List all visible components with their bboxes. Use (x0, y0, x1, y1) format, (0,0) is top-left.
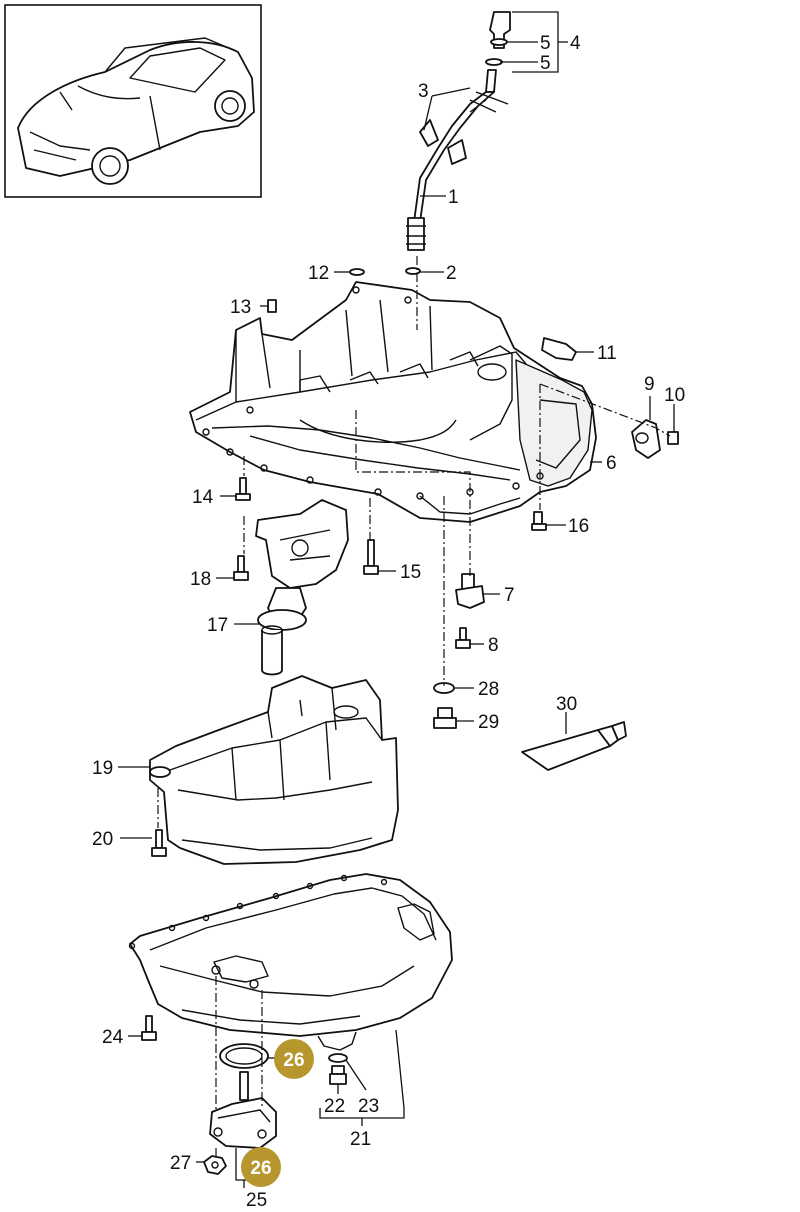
label-part-24: 24 (102, 1027, 124, 1048)
car-icon (17, 37, 255, 185)
o-ring-part-2 (405, 267, 421, 275)
highlight-badge-26-pickup[interactable]: 26 (241, 1147, 281, 1187)
label-part-18: 18 (190, 569, 211, 590)
label-part-30: 30 (556, 694, 577, 715)
seal-ring-part-23 (328, 1053, 348, 1063)
label-part-25: 25 (246, 1190, 267, 1211)
label-part-16: 16 (568, 516, 589, 537)
label-part-22: 22 (324, 1096, 345, 1117)
upper-oil-pan-housing (189, 281, 597, 523)
label-part-15: 15 (400, 562, 421, 583)
bolt-part-14 (235, 477, 251, 501)
dowel-pin-part-13 (267, 299, 277, 313)
label-part-27: 27 (170, 1153, 191, 1174)
sensor-part-7 (455, 573, 485, 609)
bolt-part-8 (455, 627, 471, 649)
alignment-lines (157, 99, 671, 1158)
bolt-part-24 (141, 1015, 157, 1041)
label-part-2: 2 (446, 263, 457, 284)
label-part-29: 29 (478, 712, 499, 733)
label-part-11: 11 (597, 343, 617, 364)
label-part-6: 6 (606, 453, 617, 474)
highlight-badge-26-oring[interactable]: 26 (274, 1039, 314, 1079)
label-part-23: 23 (358, 1096, 379, 1117)
part-labels: 4 5 5 3 1 12 2 13 11 9 10 6 14 16 18 15 … (92, 33, 685, 1211)
svg-text:26: 26 (250, 1158, 271, 1179)
leader-lines (118, 11, 675, 1188)
baffle-part-19 (149, 675, 399, 865)
label-part-28: 28 (478, 679, 499, 700)
dipstick-tube (406, 11, 511, 251)
label-part-20: 20 (92, 829, 113, 850)
bolt-part-20 (151, 829, 167, 857)
oil-pump-part-17 (255, 499, 349, 676)
bolt-part-15 (363, 539, 379, 575)
bolt-part-10 (667, 431, 679, 445)
bolt-part-18 (233, 555, 249, 581)
label-part-14: 14 (192, 487, 214, 508)
label-part-7: 7 (504, 585, 515, 606)
label-part-10: 10 (664, 385, 685, 406)
lower-oil-pan-part-21 (128, 873, 453, 1051)
label-part-12: 12 (308, 263, 329, 284)
vehicle-thumbnail (4, 4, 262, 198)
svg-text:26: 26 (283, 1050, 304, 1071)
label-part-19: 19 (92, 758, 113, 779)
label-part-5-upper: 5 (540, 33, 551, 54)
label-part-3: 3 (418, 81, 429, 102)
o-ring-part-12 (349, 268, 365, 276)
label-part-8: 8 (488, 635, 499, 656)
label-part-21: 21 (350, 1129, 371, 1150)
nut-part-27 (203, 1155, 227, 1175)
drain-plug-part-29 (433, 707, 457, 729)
label-part-17: 17 (207, 615, 228, 636)
oil-pickup-part-25 (209, 1071, 277, 1149)
label-part-4: 4 (570, 33, 581, 54)
gasket-part-11 (541, 337, 577, 361)
label-part-1: 1 (448, 187, 459, 208)
label-part-13: 13 (230, 297, 251, 318)
cover-part-9 (631, 419, 661, 459)
bolt-part-16 (531, 511, 547, 531)
label-part-9: 9 (644, 374, 655, 395)
sealant-tube-part-30 (521, 721, 627, 771)
drain-plug-part-22 (329, 1065, 347, 1085)
label-part-5-lower: 5 (540, 53, 551, 74)
